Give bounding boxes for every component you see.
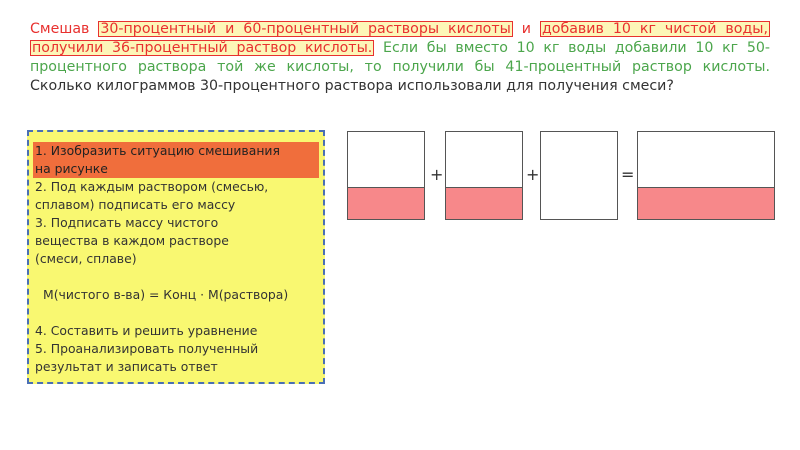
problem-condition: Если бы вместо 10 кг воды добавили 10 кг…	[30, 40, 770, 75]
highlight-result: получили 36-процентный раствор кислоты.	[30, 40, 375, 56]
step-5-line-2: результат и записать ответ	[35, 359, 218, 374]
problem-question: Сколько килограммов 30-процентного раств…	[30, 78, 674, 94]
step-1-line-2: на рисунке	[33, 160, 319, 178]
step-3-line-2: вещества в каждом растворе	[35, 233, 229, 248]
vessel-1-fill	[348, 186, 424, 219]
plus-sign-2: +	[526, 165, 540, 184]
vessel-4	[637, 131, 775, 220]
step-5-line-1: 5. Проанализировать полученный	[35, 341, 259, 356]
highlight-solutions: 30-процентный и 60-процентный растворы к…	[98, 21, 513, 37]
mass-formula: М(чистого в-ва) = Конц · М(раствора)	[43, 287, 289, 302]
highlight-water: добавив 10 кг чистой воды,	[540, 21, 770, 37]
step-4-line: 4. Составить и решить уравнение	[35, 323, 258, 338]
problem-conjunction: и	[512, 21, 540, 37]
steps-panel: 1. Изобразить ситуацию смешивания на рис…	[27, 130, 325, 384]
vessel-2-fill	[446, 186, 522, 219]
step-1-line-1: 1. Изобразить ситуацию смешивания	[33, 142, 319, 160]
problem-text: Смешав 30-процентный и 60-процентный рас…	[30, 20, 770, 96]
vessel-1	[347, 131, 425, 220]
vessel-4-fill	[638, 186, 774, 219]
step-2-line-1: 2. Под каждым раствором (смесью,	[35, 179, 269, 194]
problem-intro: Смешав	[30, 21, 99, 37]
step-2-line-2: сплавом) подписать его массу	[35, 197, 236, 212]
plus-sign-1: +	[430, 165, 444, 184]
step-3-line-3: (смеси, сплаве)	[35, 251, 137, 266]
spacer	[35, 268, 317, 286]
step-3-line-1: 3. Подписать массу чистого	[35, 215, 219, 230]
vessel-2	[445, 131, 523, 220]
spacer	[35, 304, 317, 322]
vessel-3	[540, 131, 618, 220]
equals-sign: =	[621, 165, 635, 184]
